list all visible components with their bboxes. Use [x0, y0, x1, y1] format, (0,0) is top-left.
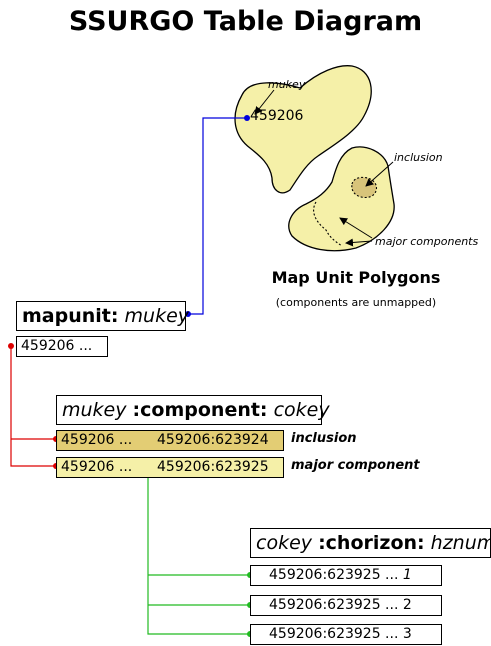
component-note-inclusion: inclusion: [291, 431, 357, 446]
blue-link-dot-start: [244, 115, 250, 121]
mapunit-row: 459206 ...: [16, 336, 108, 357]
component-row-major: 459206 ... 459206:623925: [56, 457, 284, 478]
component-row-cokey: 459206:623925: [157, 459, 269, 475]
green-link: [147, 466, 250, 635]
chorizon-fk: cokey: [256, 532, 313, 554]
component-row-inclusion: 459206 ... 459206:623924: [56, 430, 284, 451]
component-row-fk: 459206 ...: [61, 432, 133, 448]
component-row-cokey: 459206:623924: [157, 432, 269, 448]
red-link-dot-start: [8, 343, 14, 349]
chorizon-table-header: cokey :chorizon: hznum: [250, 528, 491, 558]
mapunit-key: mukey: [124, 305, 190, 327]
mukey-pointer: [254, 89, 275, 115]
component-table-header: mukey :component: cokey: [56, 395, 330, 425]
blue-link-dot-end: [185, 311, 191, 317]
component-fk: mukey: [62, 399, 127, 421]
chorizon-row: 459206:623925 ... 3: [250, 624, 442, 645]
mapunit-name: mapunit:: [22, 305, 119, 327]
map-title: Map Unit Polygons: [271, 268, 441, 287]
chorizon-name: :chorizon:: [318, 532, 425, 554]
chorizon-row-hznum: 1: [402, 567, 412, 583]
inclusion-label: inclusion: [394, 151, 443, 164]
component-boundary: [313, 201, 343, 247]
chorizon-row-hznum: 2: [402, 597, 412, 613]
chorizon-row: 459206:623925 ... 1: [250, 565, 442, 586]
polygon-mukey-value: 459206: [250, 108, 304, 124]
chorizon-row: 459206:623925 ... 2: [250, 595, 442, 616]
major-pointer-1: [339, 217, 373, 239]
chorizon-row-prefix: 459206:623925 ...: [269, 626, 399, 642]
component-row-fk: 459206 ...: [61, 459, 133, 475]
component-name: :component:: [132, 399, 268, 421]
inclusion-pointer: [365, 161, 394, 187]
chorizon-row-prefix: 459206:623925 ...: [269, 597, 399, 613]
map-polygon-lower: [288, 146, 395, 252]
map-polygon-upper: [234, 65, 372, 194]
red-link: [10, 346, 56, 467]
major-components-label: major components: [375, 235, 479, 248]
chorizon-row-prefix: 459206:623925 ...: [269, 567, 399, 583]
map-subtitle: (components are unmapped): [275, 296, 437, 309]
mapunit-table-header: mapunit: mukey: [16, 301, 189, 331]
page-title: SSURGO Table Diagram: [68, 6, 423, 37]
component-key: cokey: [273, 399, 330, 421]
chorizon-key: hznum: [430, 532, 491, 554]
mukey-label: mukey: [268, 78, 306, 91]
blue-link: [188, 117, 247, 315]
major-pointer-2: [345, 238, 373, 247]
chorizon-row-hznum: 3: [402, 626, 412, 642]
component-note-major: major component: [291, 458, 420, 473]
